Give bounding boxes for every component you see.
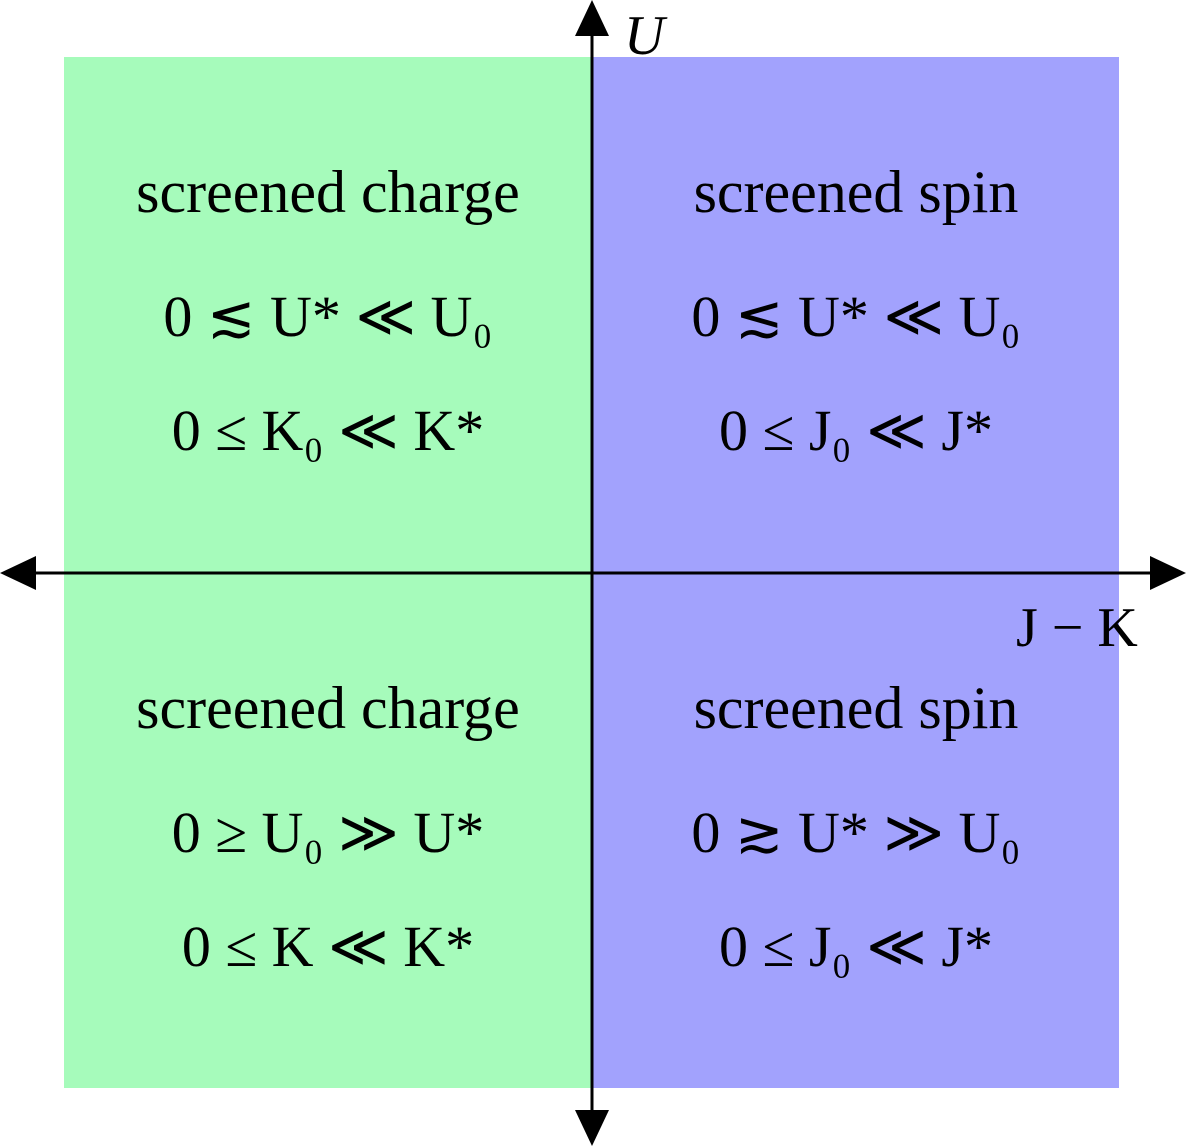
arrow-up-icon bbox=[575, 0, 609, 36]
quadrant-top-right: screened spin 0 ≲ U* ≪ U₀ 0 ≤ J₀ ≪ J* bbox=[592, 162, 1120, 464]
quadrant-title: screened charge bbox=[136, 159, 520, 225]
arrow-down-icon bbox=[575, 1110, 609, 1146]
quadrant-bottom-left: screened charge 0 ≥ U₀ ≫ U* 0 ≤ K ≪ K* bbox=[64, 678, 592, 980]
condition-coupling: 0 ≤ J₀ ≪ J* bbox=[719, 914, 993, 979]
vertical-axis-label: U bbox=[624, 5, 665, 67]
quadrant-bottom-right: screened spin 0 ≳ U* ≫ U₀ 0 ≤ J₀ ≪ J* bbox=[592, 678, 1120, 980]
condition-coupling: 0 ≤ J₀ ≪ J* bbox=[719, 398, 993, 463]
quadrant-title: screened spin bbox=[693, 159, 1019, 225]
condition-u: 0 ≲ U* ≪ U₀ bbox=[163, 284, 493, 349]
quadrant-title: screened spin bbox=[693, 675, 1019, 741]
quadrant-title: screened charge bbox=[136, 675, 520, 741]
arrow-left-icon bbox=[0, 556, 36, 590]
condition-u: 0 ≳ U* ≫ U₀ bbox=[691, 800, 1021, 865]
condition-coupling: 0 ≤ K₀ ≪ K* bbox=[171, 398, 485, 463]
quadrant-top-left: screened charge 0 ≲ U* ≪ U₀ 0 ≤ K₀ ≪ K* bbox=[64, 162, 592, 464]
condition-coupling: 0 ≤ K ≪ K* bbox=[181, 914, 475, 979]
condition-u: 0 ≥ U₀ ≫ U* bbox=[171, 800, 485, 865]
condition-u: 0 ≲ U* ≪ U₀ bbox=[691, 284, 1021, 349]
arrow-right-icon bbox=[1150, 556, 1186, 590]
horizontal-axis-label: J − K bbox=[1016, 597, 1138, 659]
